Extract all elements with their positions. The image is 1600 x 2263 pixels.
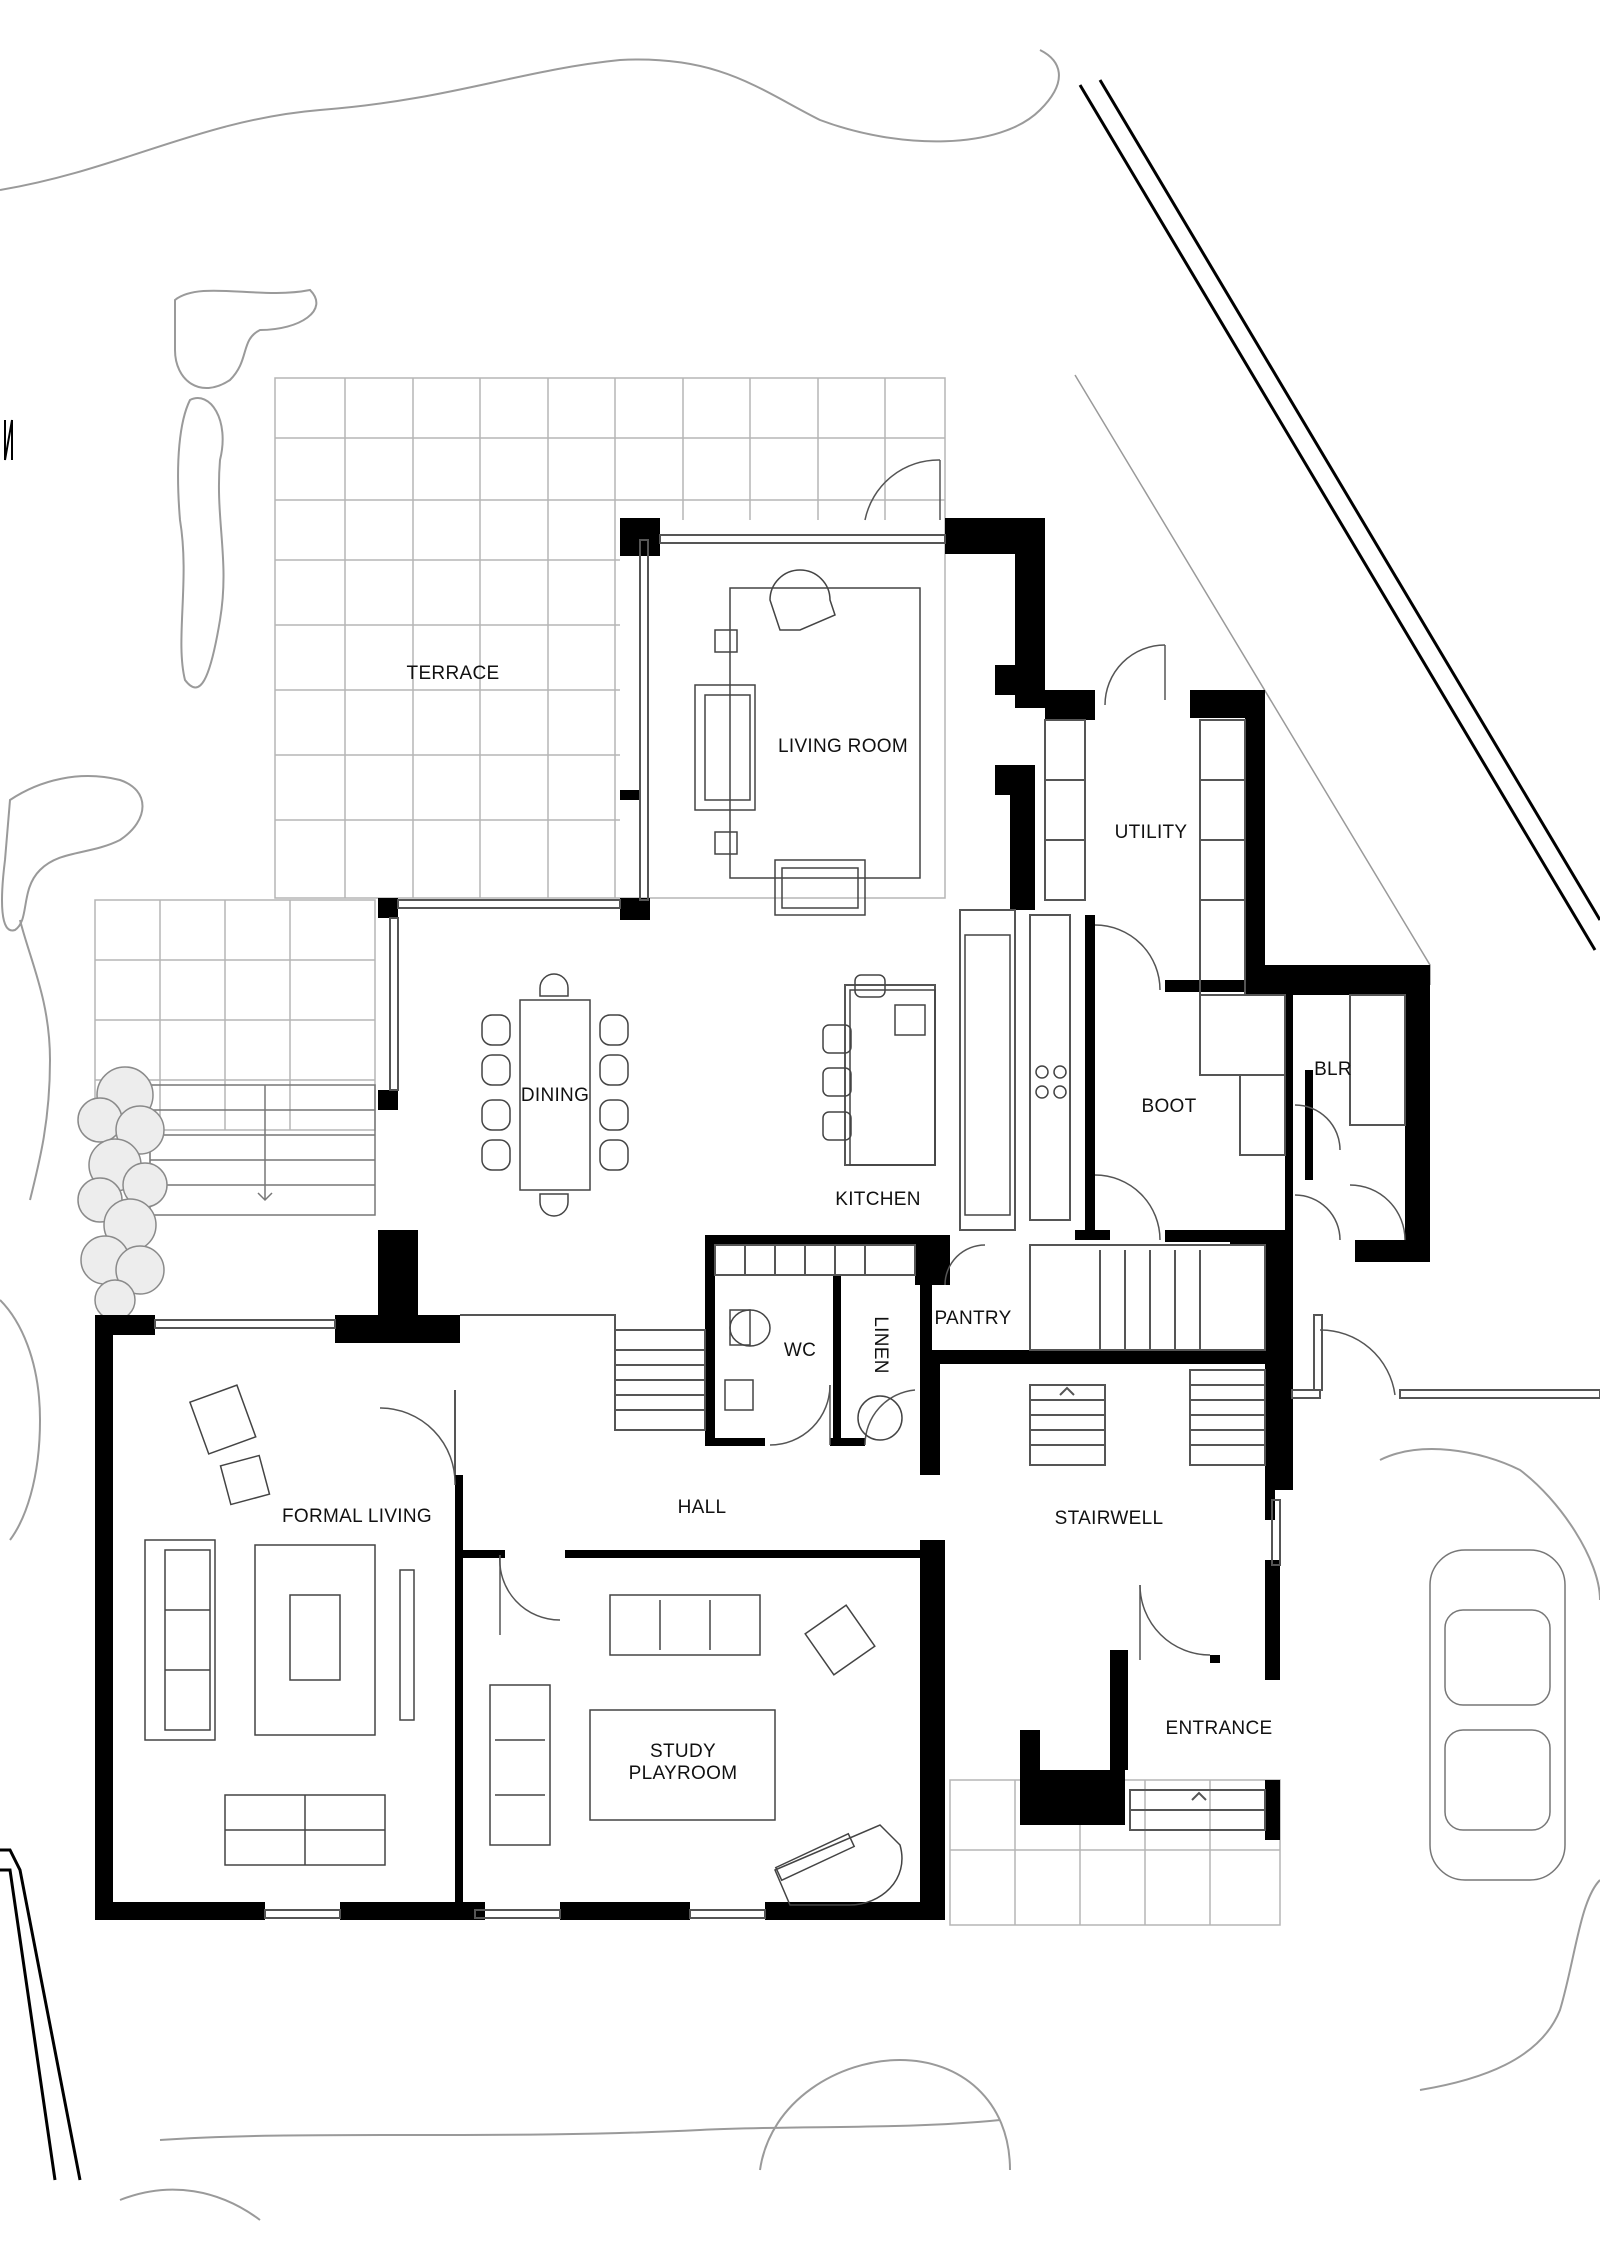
label-formal-living: FORMAL LIVING bbox=[282, 1506, 432, 1527]
sofa-icon bbox=[774, 859, 866, 916]
chair-icon bbox=[599, 1054, 629, 1086]
dining-table-icon bbox=[481, 973, 629, 1217]
chair-icon bbox=[481, 1139, 511, 1171]
chair-icon bbox=[599, 1139, 629, 1171]
kitchen-island bbox=[822, 934, 1067, 1216]
label-stairwell: STAIRWELL bbox=[1054, 1508, 1164, 1529]
piano-icon bbox=[774, 1824, 903, 1906]
sofa-icon bbox=[694, 684, 756, 811]
chair-icon bbox=[804, 1604, 876, 1676]
rug bbox=[729, 587, 921, 879]
label-blr: BLR bbox=[1314, 1059, 1352, 1080]
sofa-icon bbox=[144, 1539, 216, 1741]
living-room-furniture bbox=[694, 569, 921, 916]
chair-icon bbox=[599, 1014, 629, 1046]
chair-icon bbox=[539, 1193, 569, 1217]
label-dining: DINING bbox=[520, 1085, 590, 1106]
side-table bbox=[714, 629, 738, 653]
armchair-icon bbox=[769, 569, 836, 631]
road-edge bbox=[1078, 79, 1600, 951]
rug bbox=[254, 1544, 376, 1736]
label-utility: UTILITY bbox=[1114, 822, 1188, 843]
sofa-icon bbox=[489, 1684, 551, 1846]
chair-icon bbox=[539, 973, 569, 997]
chair-icon bbox=[599, 1099, 629, 1131]
hob-icon bbox=[1035, 1065, 1067, 1099]
chair-icon bbox=[481, 1014, 511, 1046]
terrace-steps bbox=[149, 1084, 376, 1216]
label-boot: BOOT bbox=[1141, 1096, 1197, 1117]
boundary-wall-left bbox=[0, 1848, 82, 2181]
label-kitchen: KITCHEN bbox=[835, 1189, 921, 1210]
chair-icon bbox=[822, 1024, 852, 1054]
car-icon bbox=[1429, 1549, 1566, 1881]
north-mark bbox=[4, 419, 13, 461]
armchair-icon bbox=[188, 1384, 257, 1455]
label-living-room: LIVING ROOM bbox=[778, 736, 908, 757]
label-hall: HALL bbox=[677, 1497, 727, 1518]
chair-icon bbox=[481, 1054, 511, 1086]
wc-fixtures bbox=[724, 1309, 903, 1441]
side-table bbox=[714, 831, 738, 855]
terrace-paving bbox=[94, 377, 946, 1131]
label-entrance: ENTRANCE bbox=[1165, 1718, 1273, 1739]
label-terrace: TERRACE bbox=[406, 663, 500, 684]
formal-living-furniture bbox=[144, 1384, 415, 1866]
linen-tank bbox=[857, 1395, 903, 1441]
sink-icon bbox=[894, 1004, 926, 1036]
chair-icon bbox=[481, 1099, 511, 1131]
label-wc: WC bbox=[783, 1340, 817, 1361]
door-swing-icon bbox=[379, 459, 1406, 1660]
sink-icon bbox=[724, 1379, 754, 1411]
planter-icon bbox=[77, 1066, 168, 1321]
study-furniture bbox=[489, 1594, 903, 1906]
chair-icon bbox=[822, 1067, 852, 1097]
label-pantry: PANTRY bbox=[934, 1308, 1012, 1329]
rug bbox=[589, 1709, 776, 1821]
entrance-paving bbox=[949, 1779, 1281, 1926]
walls bbox=[95, 518, 1430, 1920]
chair-icon bbox=[822, 1111, 852, 1141]
sofa-icon bbox=[609, 1594, 761, 1656]
site-context bbox=[0, 49, 1600, 2221]
label-study-playroom: STUDY PLAYROOM bbox=[628, 1741, 738, 1784]
chair-icon bbox=[854, 974, 886, 998]
toilet-icon bbox=[729, 1309, 751, 1346]
label-linen: LINEN bbox=[870, 1316, 891, 1374]
